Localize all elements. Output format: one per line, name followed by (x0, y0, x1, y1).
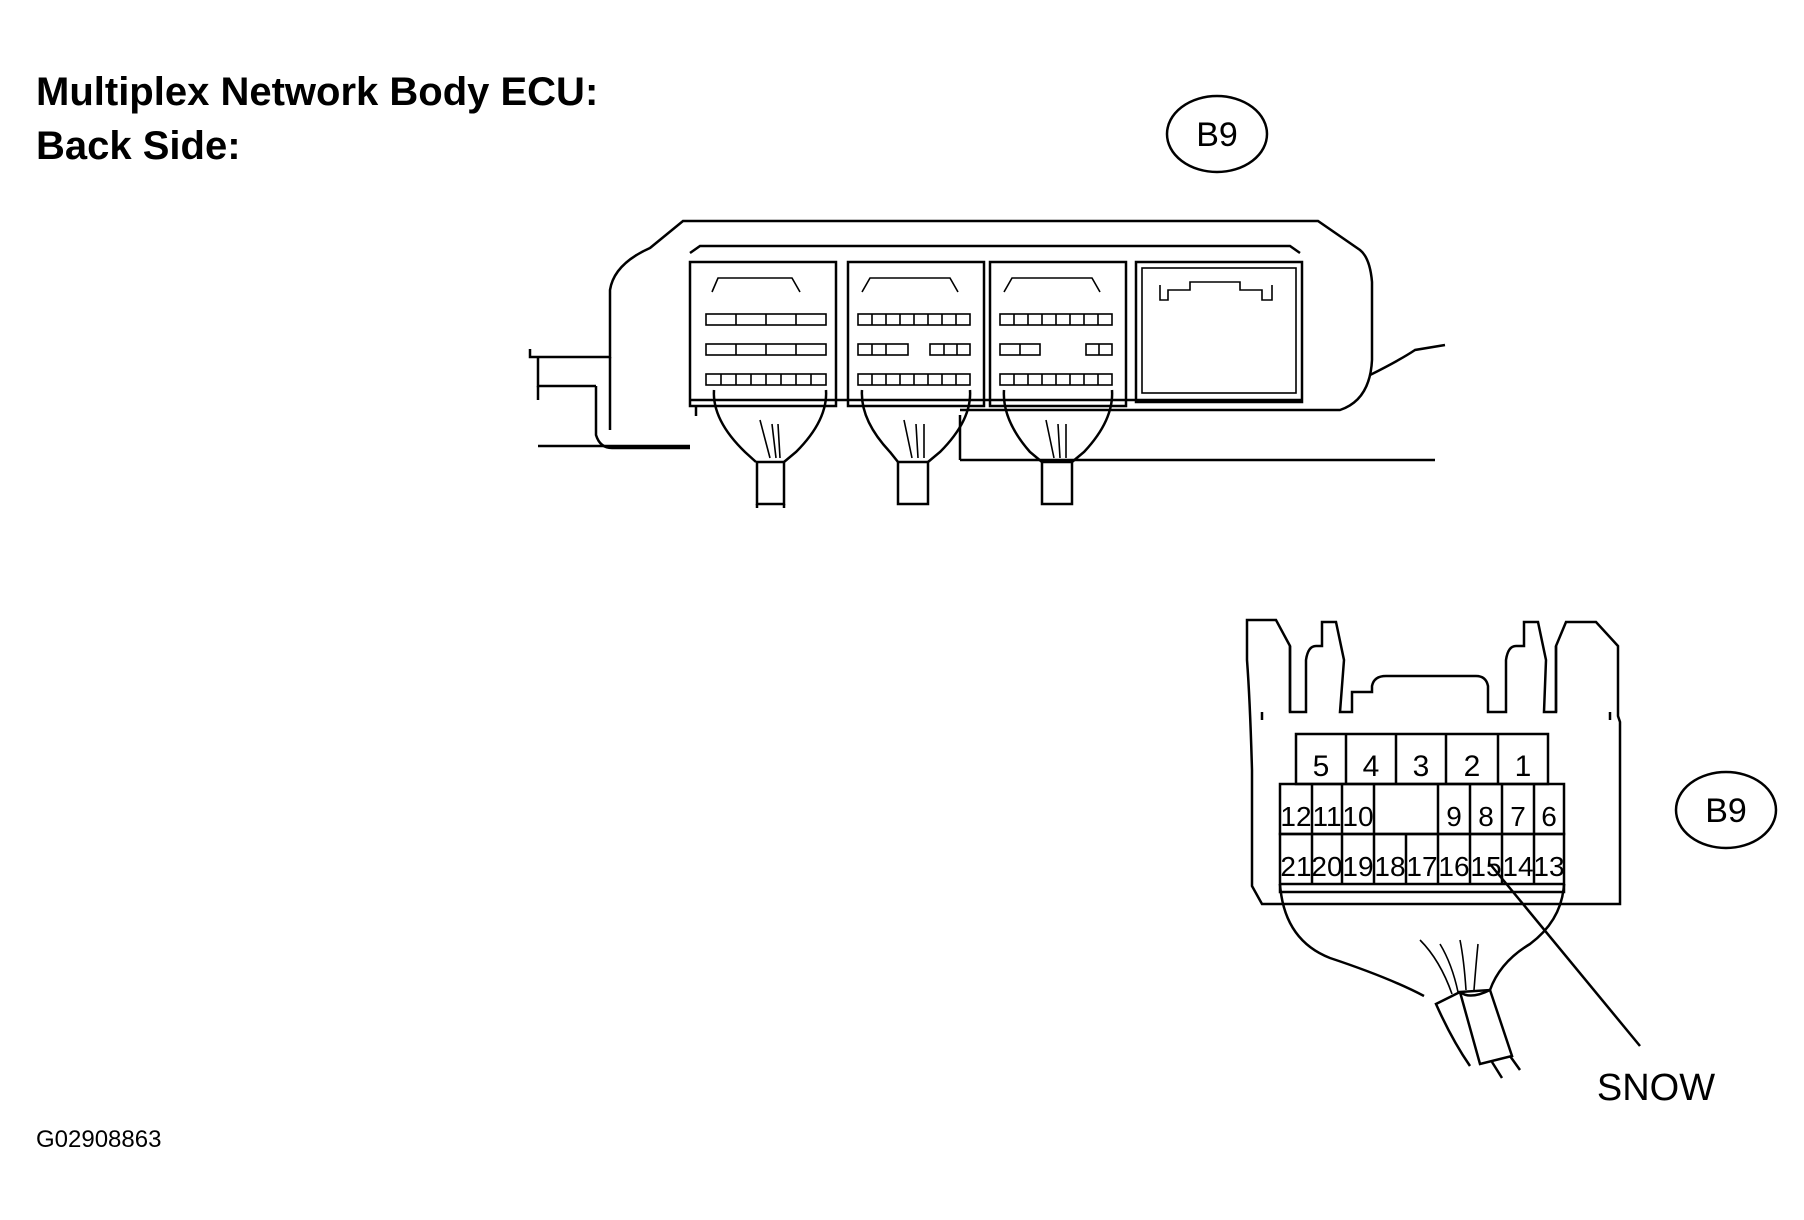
pin-9: 9 (1446, 801, 1462, 832)
pin-4: 4 (1363, 750, 1380, 783)
pin-11: 11 (1312, 801, 1341, 832)
connector-b9-housing (1245, 618, 1622, 906)
pin-12: 12 (1280, 801, 1311, 832)
title-back-side: Back Side: (36, 124, 241, 168)
pin-5: 5 (1313, 750, 1330, 783)
pin-7: 7 (1510, 801, 1526, 832)
pin-numbers: 5 4 3 2 1 12 11 10 9 8 7 6 21 20 19 18 1… (1280, 750, 1564, 882)
connector-callout-b9-top: B9 (1165, 94, 1269, 174)
pin-20: 20 (1311, 851, 1342, 882)
pin-13: 13 (1533, 851, 1564, 882)
ecu-pin-rows (705, 313, 1113, 386)
connector-label-top: B9 (1196, 116, 1238, 154)
snow-leader-line (1489, 863, 1641, 1047)
pin-19: 19 (1342, 851, 1373, 882)
wire-label-snow: SNOW (1597, 1067, 1715, 1109)
pin-6: 6 (1541, 801, 1557, 832)
pin-21: 21 (1280, 851, 1311, 882)
pin-2: 2 (1464, 750, 1481, 783)
title-ecu-name: Multiplex Network Body ECU: (36, 70, 599, 114)
connector-b9-pin-grid (1278, 732, 1566, 894)
connector-label-side: B9 (1705, 792, 1747, 830)
figure-code: G02908863 (36, 1126, 162, 1153)
pin-14: 14 (1502, 851, 1533, 882)
pin-1: 1 (1515, 750, 1532, 783)
pin-15: 15 (1470, 851, 1501, 882)
pin-8: 8 (1478, 801, 1494, 832)
pin-10: 10 (1342, 801, 1373, 832)
pin-18: 18 (1374, 851, 1405, 882)
connector-b9-harness (1278, 883, 1566, 1079)
pin-3: 3 (1413, 750, 1430, 783)
pin-17: 17 (1406, 851, 1437, 882)
connector-callout-b9-side: B9 (1674, 770, 1778, 850)
pin-16: 16 (1438, 851, 1469, 882)
ecu-harness-wires (712, 389, 1114, 508)
ecu-body (528, 219, 1446, 462)
